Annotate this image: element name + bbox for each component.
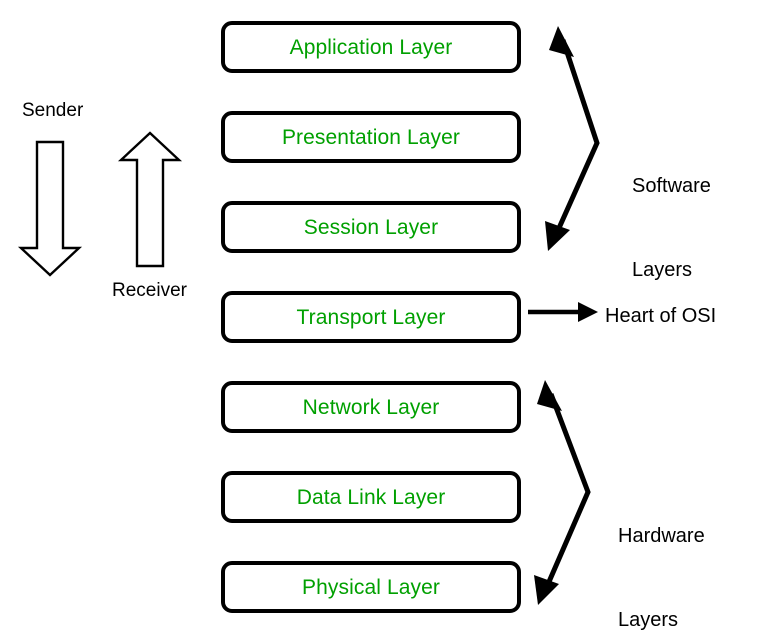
heart-of-osi-annotation: Heart of OSI	[605, 305, 717, 327]
layer-box-physical[interactable]: Physical Layer	[221, 561, 521, 613]
hardware-layers-brace-arrow-icon	[534, 380, 591, 605]
layer-box-transport[interactable]: Transport Layer	[221, 291, 521, 343]
layer-label: Presentation Layer	[281, 125, 461, 149]
software-layers-brace-arrow-icon	[545, 26, 600, 251]
hardware-layers-line-2: Layers	[618, 609, 679, 631]
layer-box-network[interactable]: Network Layer	[221, 381, 521, 433]
layer-box-session[interactable]: Session Layer	[221, 201, 521, 253]
layer-box-application[interactable]: Application Layer	[221, 21, 521, 73]
layer-label: Data Link Layer	[296, 485, 446, 509]
sender-label: Sender	[22, 100, 84, 121]
receiver-label: Receiver	[112, 280, 187, 301]
layer-box-data-link[interactable]: Data Link Layer	[221, 471, 521, 523]
layer-label: Application Layer	[289, 35, 453, 59]
software-layers-line-2: Layers	[632, 259, 693, 281]
receiver-up-arrow-icon	[117, 131, 183, 268]
layer-label: Session Layer	[303, 215, 439, 239]
layer-label: Physical Layer	[302, 575, 440, 599]
software-layers-line-1: Software	[632, 175, 711, 197]
hardware-layers-annotation: Hardware Layers	[618, 466, 705, 638]
heart-of-osi-arrow-icon	[528, 302, 598, 322]
layer-label: Network Layer	[302, 395, 440, 419]
layer-box-presentation[interactable]: Presentation Layer	[221, 111, 521, 163]
hardware-layers-line-1: Hardware	[618, 525, 705, 547]
sender-down-arrow-icon	[17, 140, 83, 277]
software-layers-annotation: Software Layers	[632, 116, 711, 340]
layer-label: Transport Layer	[296, 305, 446, 329]
